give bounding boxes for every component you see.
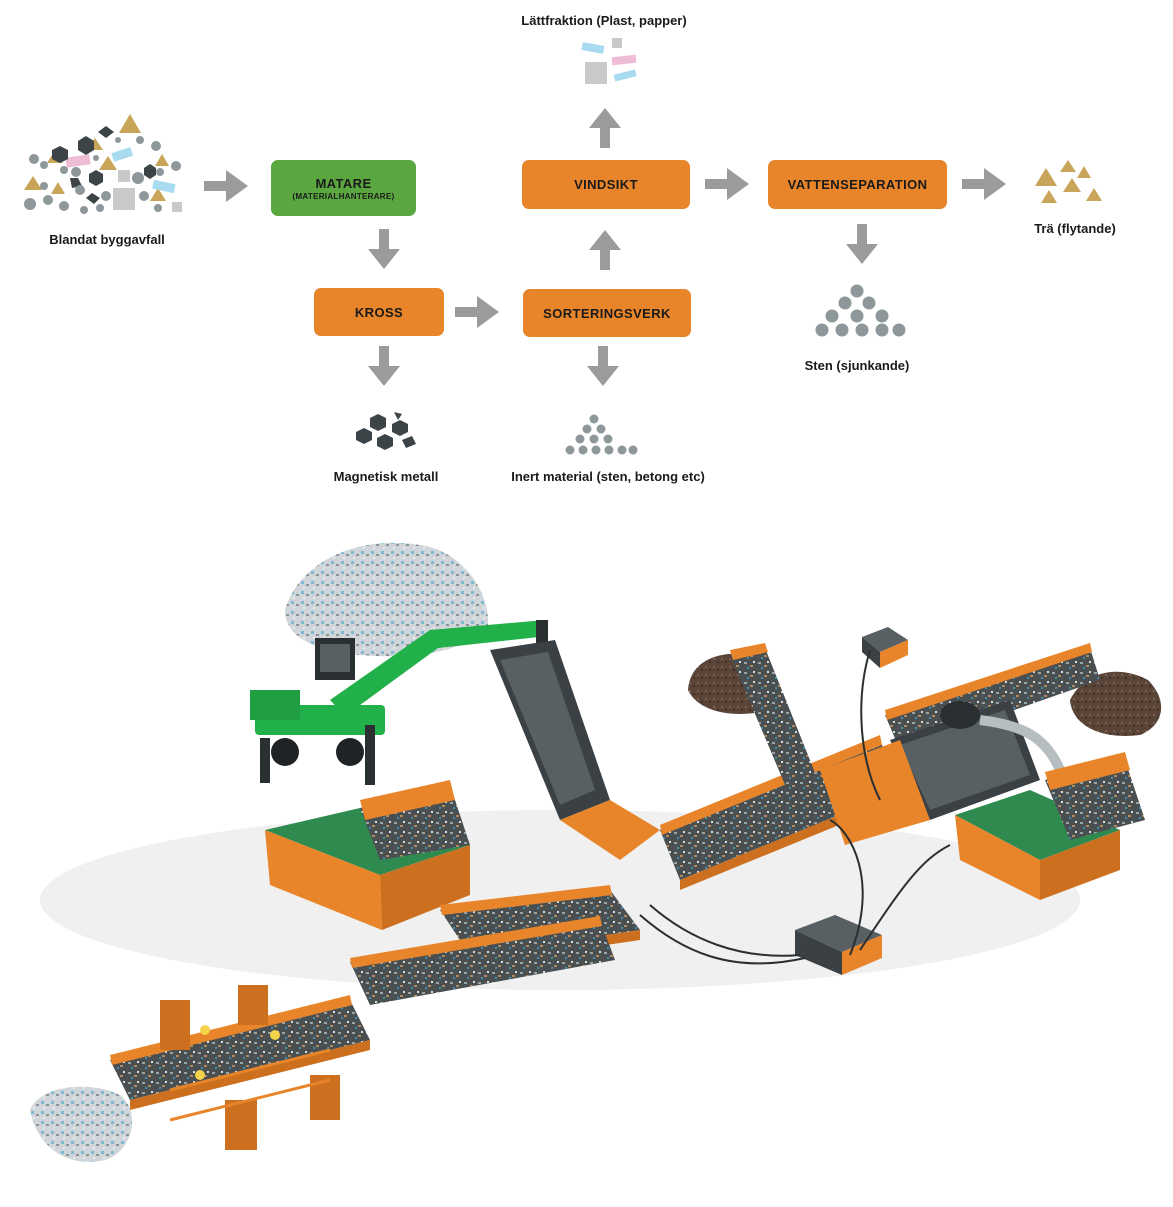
sorteringsverk-box: SORTERINGSVERK xyxy=(523,289,691,337)
arrow-vatten-to-wood xyxy=(962,168,1006,200)
kross-box: KROSS xyxy=(314,288,444,336)
vindsikt-title: VINDSIKT xyxy=(574,177,638,192)
material-handler-excavator xyxy=(250,620,558,785)
stone-label: Sten (sjunkande) xyxy=(804,358,910,373)
conveyor-to-screen xyxy=(660,735,900,890)
matare-box: MATARE (MATERIALHANTERARE) xyxy=(271,160,416,216)
arrow-vindsikt-to-light xyxy=(589,108,621,148)
sorteringsverk-title: SORTERINGSVERK xyxy=(543,305,671,321)
vattenseparation-box: VATTENSEPARATION xyxy=(768,160,947,209)
soil-pile-left xyxy=(688,653,774,714)
manual-sorting-station xyxy=(110,985,370,1150)
soil-pile-right xyxy=(1070,671,1162,736)
magnetic-metal-label: Magnetisk metall xyxy=(333,469,439,484)
power-unit-bottom xyxy=(795,915,882,975)
waste-pile-output xyxy=(30,1086,132,1162)
input-label: Blandat byggavfall xyxy=(49,232,165,247)
kross-title: KROSS xyxy=(354,304,404,320)
light-fraction-label: Lättfraktion (Plast, papper) xyxy=(521,13,687,28)
mixed-waste-icon xyxy=(24,114,182,214)
container-open-right xyxy=(1045,752,1145,840)
arrow-kross-to-metal xyxy=(368,346,400,386)
arrow-vatten-to-stone xyxy=(846,224,878,264)
conveyor-main xyxy=(350,885,640,1005)
inert-material-icon xyxy=(565,414,638,455)
waste-pile-input xyxy=(285,542,489,657)
container-green-cover-left xyxy=(265,808,470,930)
conveyor-stone-stockpile xyxy=(730,643,830,820)
power-unit-top xyxy=(862,627,908,668)
ground-shadow xyxy=(40,810,1080,990)
arrow-sorteringsverk-to-inert xyxy=(587,346,619,386)
arrow-matare-to-kross xyxy=(368,229,400,269)
container-open-left xyxy=(360,780,470,860)
arrow-kross-to-sorteringsverk xyxy=(455,296,499,328)
matare-subtitle: (MATERIALHANTERARE) xyxy=(292,191,395,201)
wood-label: Trä (flytande) xyxy=(1034,221,1116,236)
arrow-vindsikt-to-vatten xyxy=(705,168,749,200)
flow-diagram xyxy=(24,38,1102,455)
arrow-sorteringsverk-to-vindsikt xyxy=(589,230,621,270)
light-fraction-icon xyxy=(581,38,637,84)
matare-title: MATARE xyxy=(315,175,372,191)
wood-icon xyxy=(1035,160,1102,203)
magnetic-metal-icon xyxy=(356,412,416,450)
conveyor-wood-stockpile xyxy=(885,643,1100,750)
arrow-input-to-matare xyxy=(204,170,248,202)
screening-plant xyxy=(820,700,1065,845)
crusher-machine xyxy=(490,640,660,860)
vindsikt-box: VINDSIKT xyxy=(522,160,690,209)
power-cables xyxy=(639,649,951,965)
inert-label: Inert material (sten, betong etc) xyxy=(511,469,705,484)
stone-sinking-icon xyxy=(815,284,906,337)
vattenseparation-title: VATTENSEPARATION xyxy=(787,177,928,192)
container-green-cover-right xyxy=(955,790,1120,900)
